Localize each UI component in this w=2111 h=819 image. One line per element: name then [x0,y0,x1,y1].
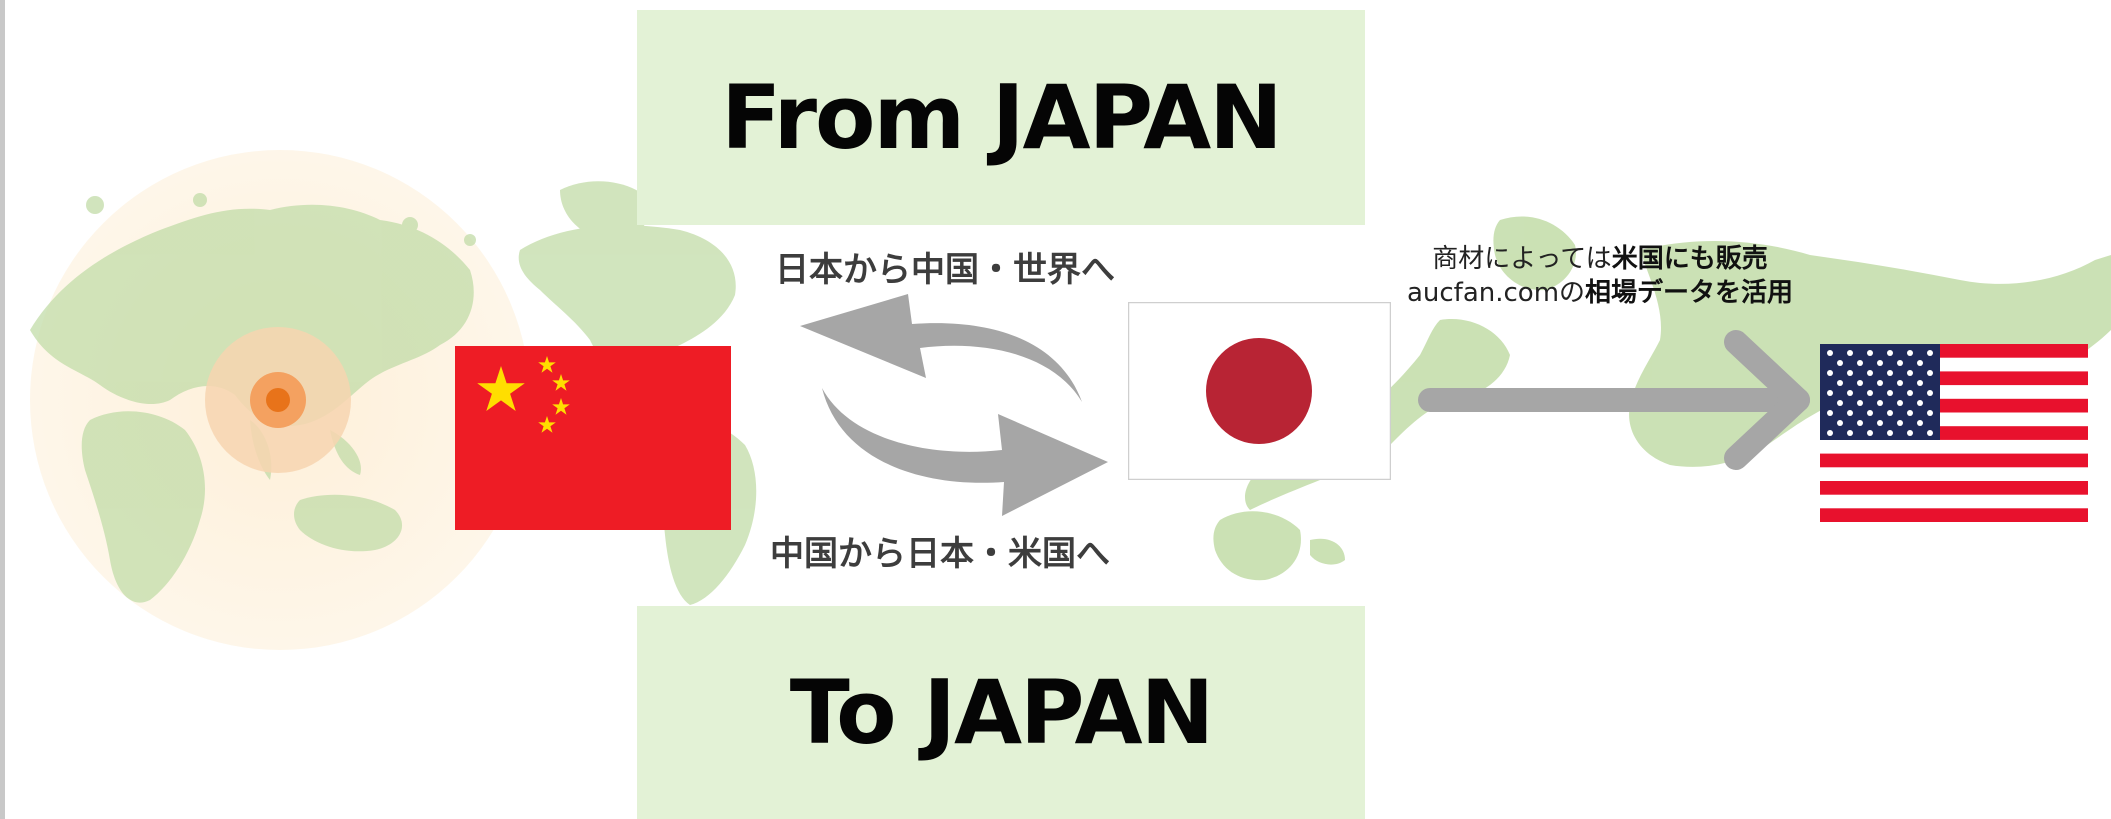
japan-flag [1128,302,1391,480]
us-sales-note-line2: aucfan.comの相場データを活用 [1390,276,1810,310]
note-line1-plain: 商材によっては [1432,244,1612,274]
us-flag-stars [1827,350,1933,436]
to-japan-heading: To JAPAN [789,661,1214,764]
us-flag [1820,344,2088,522]
note-line1-bold: 米国にも販売 [1611,244,1768,274]
right-arrow-icon [1418,330,1810,470]
china-flag [455,346,731,530]
note-line2-plain: aucfan.comの [1406,278,1586,308]
from-japan-panel: From JAPAN [637,10,1365,225]
us-sales-note: 商材によっては米国にも販売 aucfan.comの相場データを活用 [1390,242,1810,310]
exchange-arrows-icon [800,294,1108,516]
left-border-line [0,0,5,819]
outbound-flow-label: 日本から中国・世界へ [775,250,1115,290]
arrow-to-world [800,294,1082,402]
us-sales-note-line1: 商材によっては米国にも販売 [1390,242,1810,276]
note-line2-bold: 相場データを活用 [1585,278,1794,308]
inbound-flow-label: 中国から日本・米国へ [770,534,1110,574]
to-japan-panel: To JAPAN [637,606,1365,819]
arrow-to-japan [822,388,1108,516]
from-japan-heading: From JAPAN [721,66,1283,169]
location-target-icon [205,327,351,473]
